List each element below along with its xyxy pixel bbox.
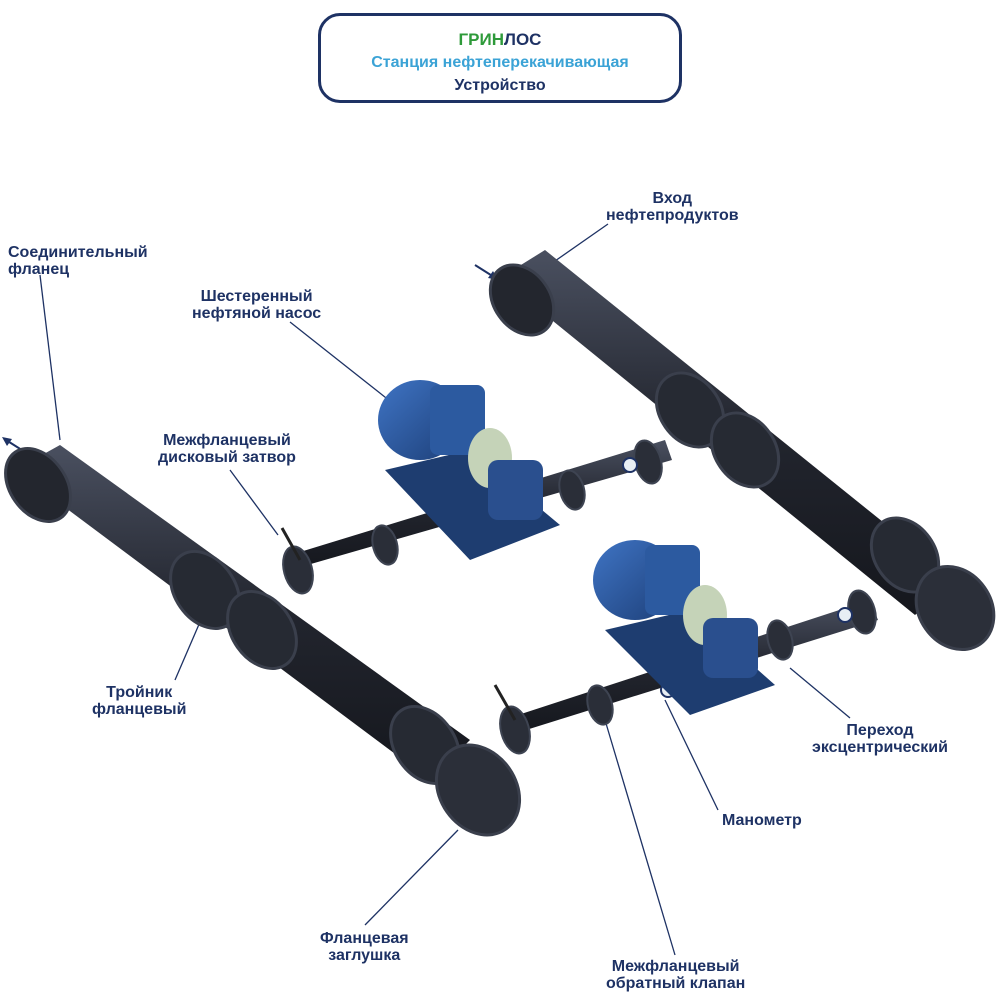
label-flange-plug: Фланцевая заглушка xyxy=(320,930,409,964)
label-eccentric-reducer: Переход эксцентрический xyxy=(812,722,948,756)
header-pipe-outlet xyxy=(4,445,522,837)
label-flange-plug-line2: заглушка xyxy=(328,947,401,964)
gear-pump-upper xyxy=(378,380,560,560)
leader-lines xyxy=(39,223,851,956)
label-flanged-tee: Тройник фланцевый xyxy=(92,684,186,718)
label-gear-pump-line2: нефтяной насос xyxy=(192,305,322,322)
label-connect-flange: Соединительный фланец xyxy=(8,244,148,278)
label-gear-pump: Шестеренный нефтяной насос xyxy=(192,288,321,322)
label-check-valve-line2: обратный клапан xyxy=(606,975,746,992)
page-caption: Устройство xyxy=(454,77,546,94)
brand-name-part2: ЛОС xyxy=(504,30,542,49)
label-eccentric-reducer-line2: эксцентрический xyxy=(812,739,948,756)
label-flanged-tee-line1: Тройник xyxy=(106,684,173,701)
title-box: ГРИНЛОС Станция нефтеперекачивающая Устр… xyxy=(318,13,682,103)
label-flanged-tee-line2: фланцевый xyxy=(92,701,187,718)
page-subtitle: Станция нефтеперекачивающая xyxy=(371,54,629,71)
label-gear-pump-line1: Шестеренный xyxy=(200,288,313,305)
brand-name: ГРИНЛОС xyxy=(321,30,679,50)
brand-name-part1: ГРИН xyxy=(458,30,505,49)
label-butterfly-valve-line2: дисковый затвор xyxy=(158,449,296,466)
label-check-valve: Межфланцевый обратный клапан xyxy=(606,958,745,992)
gear-pump-lower xyxy=(593,540,775,715)
label-butterfly-valve-line1: Межфланцевый xyxy=(163,432,291,449)
label-inlet-line1: Вход xyxy=(652,190,693,207)
label-manometer-line1: Манометр xyxy=(722,812,802,829)
label-butterfly-valve: Межфланцевый дисковый затвор xyxy=(158,432,296,466)
label-connect-flange-line1: Соединительный xyxy=(8,244,148,261)
label-inlet: Вход нефтепродуктов xyxy=(606,190,739,224)
label-flange-plug-line1: Фланцевая xyxy=(320,930,409,947)
header-pipe-inlet xyxy=(488,250,996,652)
label-manometer: Манометр xyxy=(722,812,802,829)
label-check-valve-line1: Межфланцевый xyxy=(611,958,740,975)
label-inlet-line2: нефтепродуктов xyxy=(606,207,739,224)
label-eccentric-reducer-line1: Переход xyxy=(846,722,914,739)
label-connect-flange-line2: фланец xyxy=(8,261,70,278)
